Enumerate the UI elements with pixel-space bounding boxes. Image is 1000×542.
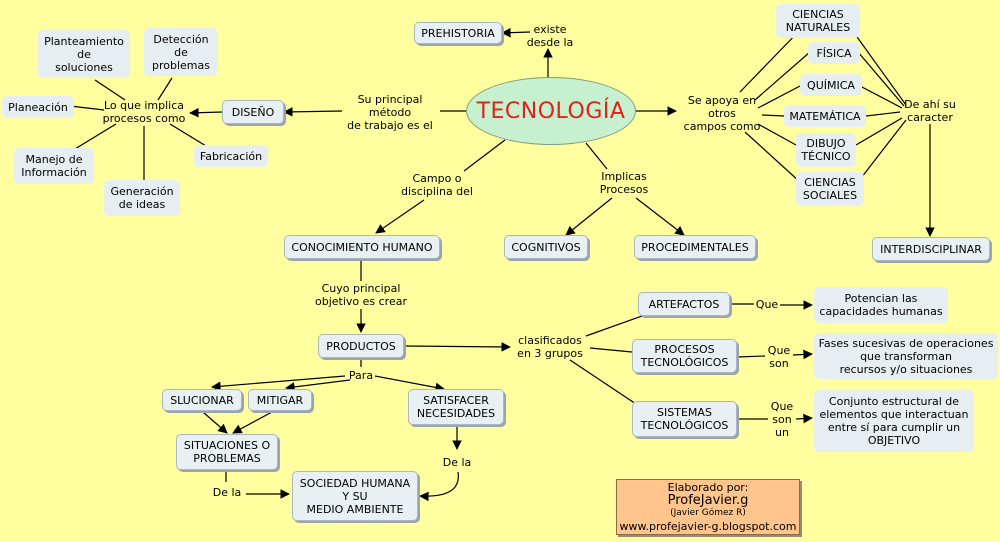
link-clasificados-en-3-grupos: clasificados en 3 grupos — [517, 334, 583, 360]
link-que: Que — [755, 297, 779, 311]
node-procesos-tecnologicos[interactable]: PROCESOS TECNOLÓGICOS — [632, 339, 737, 373]
link-campo-o-disciplina: Campo o disciplina del — [401, 172, 473, 198]
node-manejo-informacion[interactable]: Manejo de Información — [14, 148, 94, 184]
node-procedimentales[interactable]: PROCEDIMENTALES — [634, 235, 756, 259]
node-productos[interactable]: PRODUCTOS — [318, 334, 404, 358]
link-cuyo-principal-objetivo: Cuyo principal objetivo es crear — [315, 282, 407, 308]
node-situaciones-problemas[interactable]: SITUACIONES O PROBLEMAS — [176, 434, 278, 470]
link-que-son: Que son — [767, 344, 791, 370]
node-artefactos[interactable]: ARTEFACTOS — [638, 292, 730, 316]
link-de-ahi-su-caracter: De ahí su caracter — [904, 98, 956, 124]
node-dibujo-tecnico[interactable]: DIBUJO TÉCNICO — [796, 133, 856, 167]
node-potencian-capacidades[interactable]: Potencian las capacidades humanas — [814, 287, 948, 323]
link-su-principal-metodo: Su principal método de trabajo es el — [347, 92, 433, 132]
credit-name: ProfeJavier.g — [667, 493, 749, 508]
node-sociedad-humana[interactable]: SOCIEDAD HUMANA Y SU MEDIO AMBIENTE — [292, 471, 418, 521]
node-quimica[interactable]: QUÍMICA — [800, 74, 862, 96]
credit-fullname: (Javier Gómez R) — [670, 508, 746, 518]
node-planeacion[interactable]: Planeación — [2, 96, 74, 118]
node-fabricacion[interactable]: Fabricación — [194, 145, 268, 167]
node-satisfacer-necesidades[interactable]: SATISFACER NECESIDADES — [408, 389, 504, 425]
link-implicas-procesos: Implicas Procesos — [599, 170, 649, 196]
node-mitigar[interactable]: MITIGAR — [248, 389, 312, 411]
link-de-la-satisfacer: De la — [442, 455, 472, 469]
node-ciencias-naturales[interactable]: CIENCIAS NATURALES — [776, 4, 860, 38]
credit-title: Elaborado por: — [667, 481, 749, 494]
node-conocimiento-humano[interactable]: CONOCIMIENTO HUMANO — [284, 235, 440, 259]
node-slucionar[interactable]: SLUCIONAR — [162, 389, 242, 411]
node-sistemas-tecnologicos[interactable]: SISTEMAS TECNOLÓGICOS — [632, 401, 737, 437]
node-prehistoria[interactable]: PREHISTORIA — [414, 22, 502, 44]
author-credit-box: Elaborado por: ProfeJavier.g (Javier Góm… — [616, 479, 800, 535]
node-ciencias-sociales[interactable]: CIENCIAS SOCIALES — [796, 172, 864, 206]
node-interdisciplinar[interactable]: INTERDISCIPLINAR — [872, 237, 990, 261]
link-existe-desde-la: existe desde la — [526, 23, 574, 49]
node-deteccion-problemas[interactable]: Detección de problemas — [144, 28, 218, 76]
node-cognitivos[interactable]: COGNITIVOS — [504, 235, 588, 259]
link-que-son-un: Que son un — [770, 399, 794, 439]
link-para: Para — [348, 368, 374, 382]
node-conjunto-estructural[interactable]: Conjunto estructural de elementos que in… — [814, 390, 974, 452]
node-planteamiento-soluciones[interactable]: Planteamiento de soluciones — [38, 30, 130, 78]
node-matematica[interactable]: MATEMÁTICA — [784, 105, 866, 127]
node-fases-sucesivas[interactable]: Fases sucesivas de operaciones que trans… — [814, 333, 998, 379]
node-generacion-ideas[interactable]: Generación de ideas — [104, 180, 180, 216]
link-se-apoya-en: Se apoya en otros campos como — [683, 93, 761, 133]
main-concept-tecnologia[interactable]: TECNOLOGÍA — [466, 77, 636, 145]
node-fisica[interactable]: FÍSICA — [808, 42, 860, 64]
link-de-la-situaciones: De la — [212, 485, 242, 499]
node-diseno[interactable]: DISEÑO — [222, 100, 284, 124]
link-lo-que-implica: Lo que implica procesos como — [102, 99, 186, 125]
credit-url[interactable]: www.profejavier-g.blogspot.com — [619, 520, 797, 533]
